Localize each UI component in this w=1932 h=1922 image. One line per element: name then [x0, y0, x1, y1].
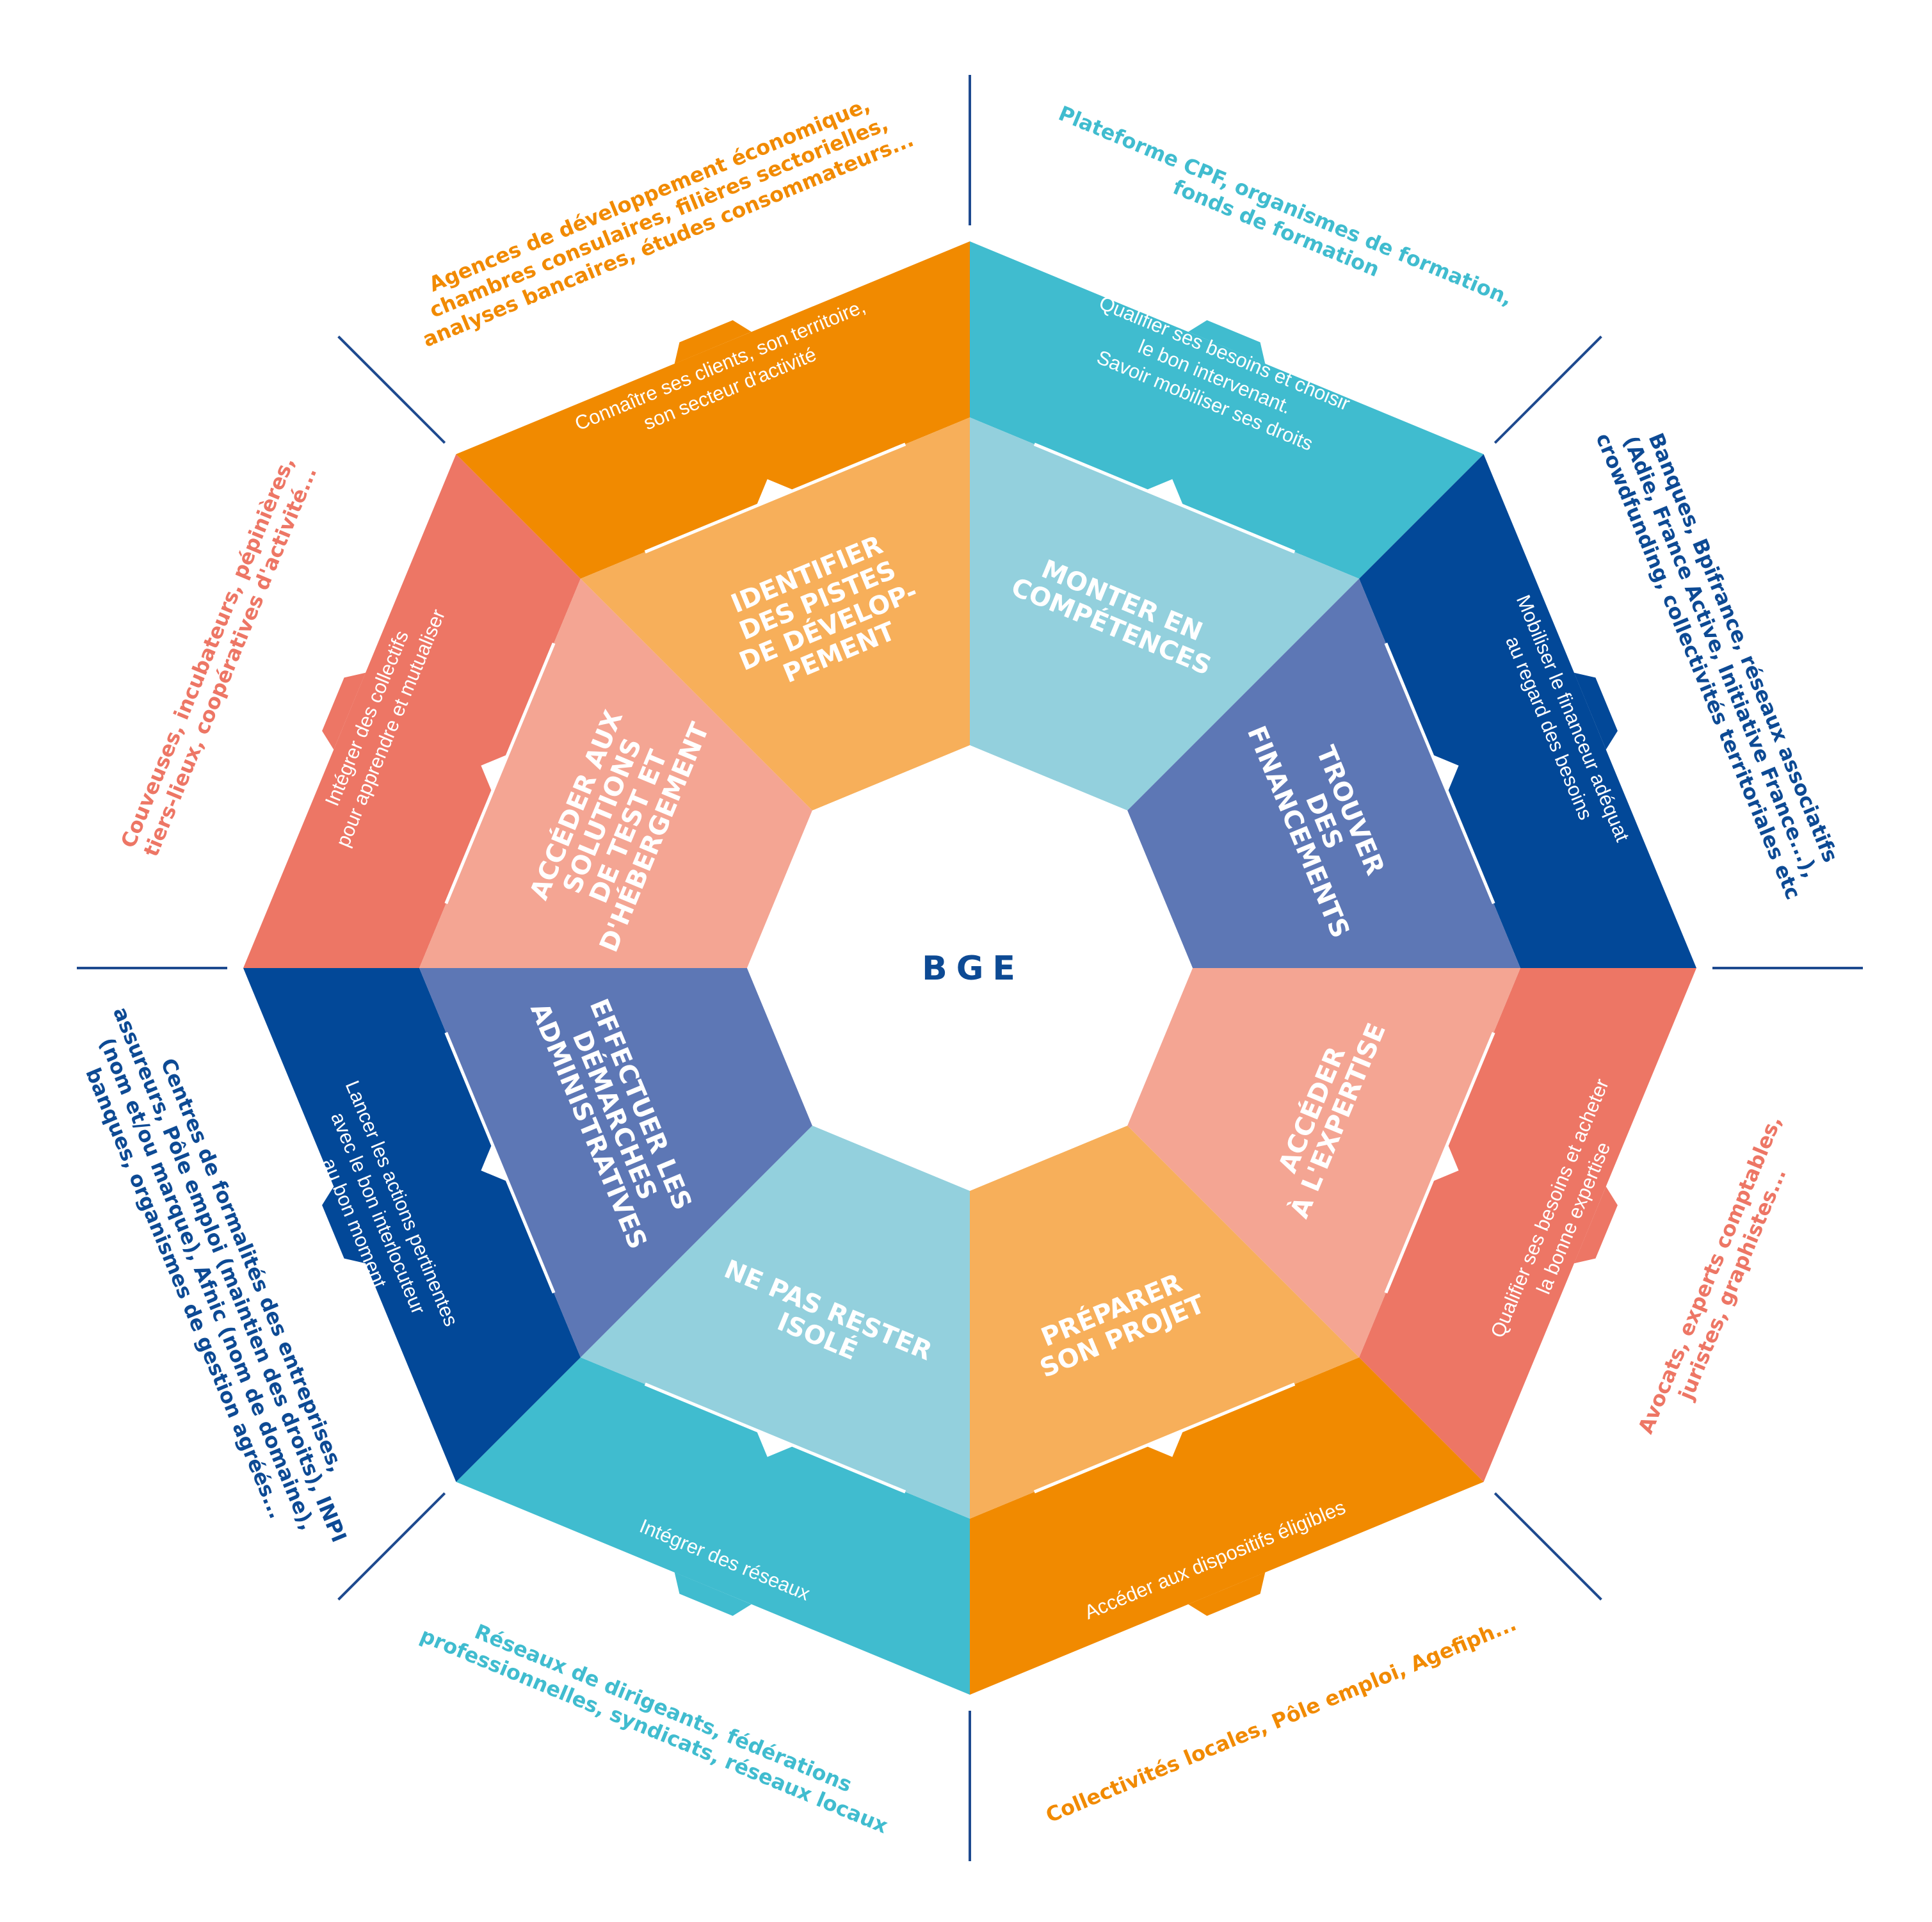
segment-projet: [970, 1357, 1484, 1695]
outer-band-hebergement: [243, 454, 581, 968]
divider-line: [1493, 335, 1602, 444]
partners-hebergement: Couveuses, incubateurs, pépinières,tiers…: [116, 453, 322, 860]
center-hub: BGE: [747, 745, 1193, 1191]
inner-band-expertise: [1127, 968, 1520, 1358]
divider-line: [1493, 1492, 1602, 1601]
white-notch-arrow: [1145, 479, 1184, 506]
inner-band-hebergement: [419, 578, 812, 968]
outer-tab-expertise: [1574, 1186, 1618, 1264]
outer-tab-hebergement: [322, 672, 366, 750]
inner-band-projet: [970, 1126, 1360, 1519]
segment-expertise: [1359, 968, 1696, 1482]
segment-hebergement: [243, 454, 581, 968]
outer-ring: [243, 241, 1696, 1695]
segment-financements: [1359, 454, 1696, 968]
inner-band-demarches: [419, 968, 812, 1358]
outer-band-expertise: [1359, 968, 1696, 1482]
outer-tab-demarches: [322, 1186, 366, 1264]
divider-line: [337, 1492, 446, 1601]
outer-tab-financements: [1574, 672, 1618, 750]
partners-hebergement-line: tiers-lieux, coopératives d'activité...: [139, 463, 322, 860]
inner-band-isole: [580, 1126, 970, 1519]
segment-competences: [970, 241, 1484, 579]
outer-band-financements: [1359, 454, 1696, 968]
divider-line: [337, 335, 446, 444]
white-notch-arrow: [1145, 1430, 1184, 1457]
partners-competences-line: Plateforme CPF, organismes de formation,: [1055, 101, 1516, 311]
partners-isole-line: professionnelles, syndicats, réseaux loc…: [417, 1623, 892, 1838]
inner-band-developpement: [580, 417, 970, 811]
outer-tab-competences: [1188, 320, 1266, 364]
partners-isole-line: Réseaux de dirigeants, fédérations: [471, 1619, 855, 1797]
outer-band-projet: [970, 1357, 1484, 1695]
outer-tab-isole: [674, 1572, 752, 1616]
center-label: BGE: [922, 949, 1024, 988]
inner-band-financements: [1127, 578, 1520, 968]
partners-projet-line: Collectivités locales, Pôle emploi, Agef…: [1042, 1611, 1520, 1827]
inner-band-competences: [970, 417, 1360, 811]
white-notch-arrow: [1431, 754, 1459, 793]
outer-band-isole: [456, 1357, 970, 1695]
white-notch-arrow: [756, 1430, 794, 1457]
partners-isole: Réseaux de dirigeants, fédérationsprofes…: [417, 1601, 901, 1838]
outer-band-demarches: [243, 968, 581, 1482]
segment-isole: [456, 1357, 970, 1695]
partners-projet: Collectivités locales, Pôle emploi, Agef…: [1042, 1611, 1520, 1827]
center-octagon: [747, 745, 1193, 1191]
partners-financements-line: (Adie, France Active, Initiative France.…: [1618, 432, 1823, 881]
segment-developpement: [456, 241, 970, 579]
outer-tab-developpement: [674, 320, 752, 364]
white-notch-arrow: [756, 479, 794, 506]
white-notch-arrow: [1431, 1143, 1459, 1182]
white-notch-arrow: [481, 754, 508, 793]
segment-demarches: [243, 968, 581, 1482]
outer-band-developpement: [456, 241, 970, 579]
partners-developpement-line: chambres consulaires, filières sectoriel…: [426, 111, 891, 323]
partners-expertise-line: Avocats, experts comptables,: [1633, 1112, 1786, 1437]
partners-expertise: Avocats, experts comptables,juristes, gr…: [1633, 1112, 1808, 1446]
white-notch-arrow: [481, 1143, 508, 1182]
outer-tab-projet: [1188, 1572, 1266, 1616]
partners-hebergement-line: Couveuses, incubateurs, pépinières,: [116, 453, 300, 852]
outer-band-competences: [970, 241, 1484, 579]
inner-ring: [419, 417, 1520, 1519]
partners-demarches-line: (nom et/ou marque), Afnic (nom de domain…: [95, 1034, 320, 1533]
divider-lines: [77, 75, 1863, 1861]
